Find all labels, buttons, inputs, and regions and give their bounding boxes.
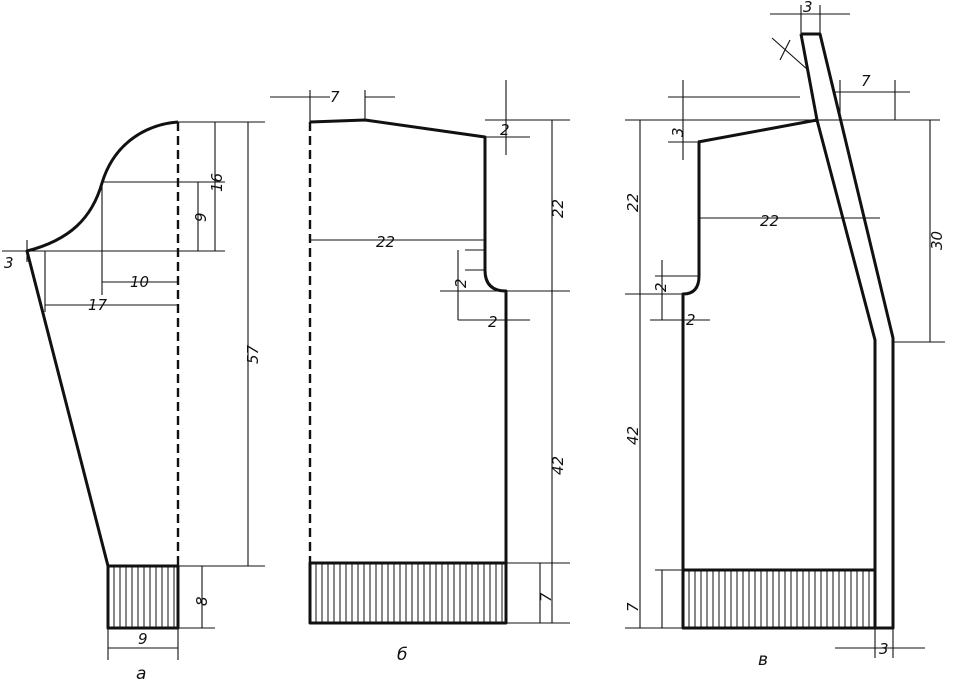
back-half-width: 22 [376,233,395,251]
back-armhole-notch-h: 2 [488,313,498,331]
back-dimension-lines [270,80,570,624]
front-lapel-depth: 30 [928,231,946,250]
sleeve-cap-width: 10 [130,273,149,291]
back-rib-depth: 7 [537,592,555,602]
back-armhole-notch-v: 2 [452,278,470,288]
sleeve-cap-offset: 3 [4,254,14,272]
caption-v: в [758,650,768,670]
back-shoulder-drop: 2 [500,121,510,139]
back-ribbing [308,561,508,625]
sleeve-cuff-depth: 8 [193,596,211,606]
front-shoulder-drop: 3 [669,127,687,137]
sleeve-length: 57 [244,344,262,364]
front-pattern: 3 7 3 22 22 30 2 2 42 7 3 в [624,0,946,670]
front-collar-slant: 7 [861,72,871,90]
back-outline [309,118,508,563]
front-armhole-notch-h: 2 [686,311,696,329]
sleeve-cuff-ribbing [106,564,180,630]
front-half-width: 22 [760,212,779,230]
back-pattern: 7 2 22 22 2 2 42 7 б [270,80,570,665]
front-outline [681,118,877,630]
sleeve-cap-mid: 9 [192,212,210,222]
back-armhole-height: 22 [549,199,567,218]
caption-b: б [397,645,407,665]
front-dimension-lines [625,5,945,658]
sleeve-dimension-lines [2,121,265,660]
front-collar-inner [799,33,819,121]
front-armhole-notch-v: 2 [652,282,670,292]
sleeve-pattern: 3 16 9 10 17 57 8 9 а [2,120,265,683]
front-rib-depth: 7 [624,602,642,612]
sleeve-half-width: 17 [88,296,108,314]
caption-a: а [136,664,146,683]
front-collar-top: 3 [803,0,813,16]
front-collar-band [801,32,895,630]
sleeve-cap-height: 16 [208,173,226,192]
front-body-length: 42 [624,426,642,445]
front-bottom-offset: 3 [879,640,889,658]
back-neck-width: 7 [330,88,340,106]
sleeve-cuff-width: 9 [138,630,148,648]
back-body-length: 42 [549,456,567,475]
front-ribbing [683,568,875,628]
front-armhole-height: 22 [624,193,642,212]
